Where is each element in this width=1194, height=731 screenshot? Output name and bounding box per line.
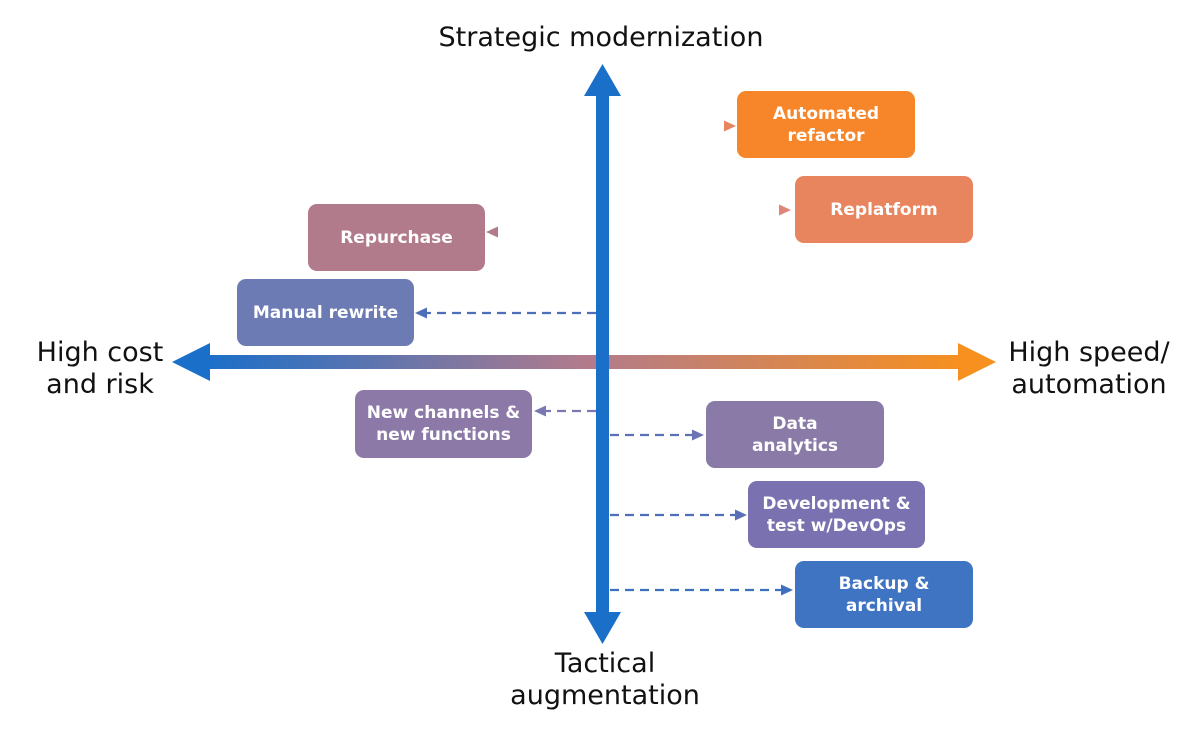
bottom-arrowhead	[584, 612, 621, 644]
axis-label-top: Strategic modernization	[438, 22, 764, 53]
box-automated-refactor: Automated refactor	[737, 91, 915, 158]
box-repurchase: Repurchase	[308, 204, 485, 271]
right-arrowhead	[958, 343, 996, 381]
horizontal-axis	[172, 343, 996, 381]
connector-new-channels	[534, 405, 596, 417]
box-devops: Development & test w/DevOps	[748, 481, 925, 548]
box-manual-rewrite: Manual rewrite	[237, 279, 414, 346]
top-arrowhead	[584, 64, 621, 96]
connector-manual-rewrite	[415, 307, 596, 319]
axis-label-left: High cost and risk	[36, 337, 164, 400]
connector-data-analytics	[610, 429, 704, 441]
left-arrowhead	[172, 343, 210, 381]
axis-label-right: High speed/ automation	[1008, 337, 1170, 400]
connector-devops	[610, 509, 747, 521]
connector-backup	[610, 584, 793, 596]
box-data-analytics: Data analytics	[706, 401, 884, 468]
connector-automated-refactor	[610, 120, 736, 132]
vertical-axis	[584, 64, 621, 644]
connector-replatform	[610, 204, 791, 216]
axis-label-bottom: Tactical augmentation	[510, 648, 700, 711]
box-backup: Backup & archival	[795, 561, 973, 628]
box-new-channels: New channels & new functions	[355, 390, 532, 458]
box-replatform: Replatform	[795, 176, 973, 243]
connector-repurchase	[486, 226, 596, 238]
